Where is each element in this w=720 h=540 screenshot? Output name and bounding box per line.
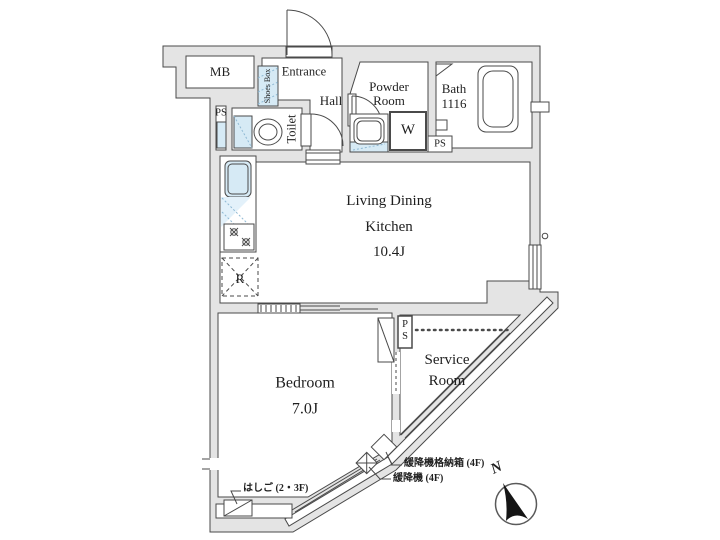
escape-device-annotation: 緩降機 (4F)	[393, 473, 444, 484]
compass-needle	[503, 483, 528, 521]
washing-machine-label: W	[400, 122, 416, 139]
bedroom-size-label: 7.0J	[291, 400, 319, 418]
room-ldk	[219, 161, 531, 304]
shaft-box-icon	[377, 317, 395, 363]
ps-label-bath: PS	[434, 138, 446, 150]
ldk-window	[528, 244, 542, 290]
powder-room-label: Powder	[369, 79, 409, 95]
service-room-label: Service	[424, 352, 470, 369]
service-room-label: Room	[428, 373, 466, 390]
bathtub-icon	[435, 65, 519, 133]
leader-lines	[230, 451, 402, 505]
ps-box-service	[397, 315, 413, 349]
ldk-label: Living Dining	[346, 193, 432, 210]
washing-machine-icon	[389, 111, 427, 151]
bath-label: Bath	[441, 81, 467, 97]
escape-device-box-icon	[355, 433, 398, 475]
meter-box-label: MB	[209, 64, 231, 80]
bath-size-label: 1116	[441, 96, 467, 112]
entrance-opening	[285, 46, 333, 58]
powder-room-label: Room	[373, 93, 405, 109]
entrance-door-arc	[286, 9, 333, 56]
toilet-door-arc	[310, 113, 344, 147]
doors-windows	[202, 9, 550, 513]
ldk-size-label: 10.4J	[372, 244, 406, 261]
sliding-door-ticks	[260, 305, 297, 312]
bedroom-label: Bedroom	[275, 374, 335, 392]
entrance-label: Entrance	[281, 64, 327, 79]
ps-label-hall: PS	[215, 107, 227, 119]
ps-label-service: PS	[399, 319, 411, 343]
toilet-icon	[216, 115, 283, 149]
ladder-hatch-icon	[223, 499, 253, 517]
ldk-label: Kitchen	[365, 219, 413, 236]
window-latch-icon	[541, 232, 549, 240]
service-balcony-window	[404, 332, 511, 439]
kitchen-icon	[219, 155, 257, 253]
hall-label: Hall	[319, 93, 343, 109]
escape-device-box-annotation: 緩降機格納箱 (4F)	[404, 458, 485, 469]
ps-box-bath	[427, 135, 453, 153]
fixtures	[216, 65, 538, 526]
room-meter-box	[185, 55, 255, 89]
shoes-box-icon	[257, 65, 279, 107]
shoes-box-label: Shoes Box	[262, 68, 272, 104]
compass-icon	[494, 482, 538, 526]
refrigerator-space-icon	[221, 257, 259, 297]
ladder-annotation: はしご (2・3F)	[243, 483, 309, 494]
washbasin-icon	[349, 113, 389, 153]
toilet-label: Toilet	[284, 114, 299, 144]
burner-icon	[229, 227, 251, 247]
sink-icon	[224, 160, 252, 198]
bath-door-icon	[435, 63, 454, 77]
refrigerator-label: R	[235, 271, 245, 287]
